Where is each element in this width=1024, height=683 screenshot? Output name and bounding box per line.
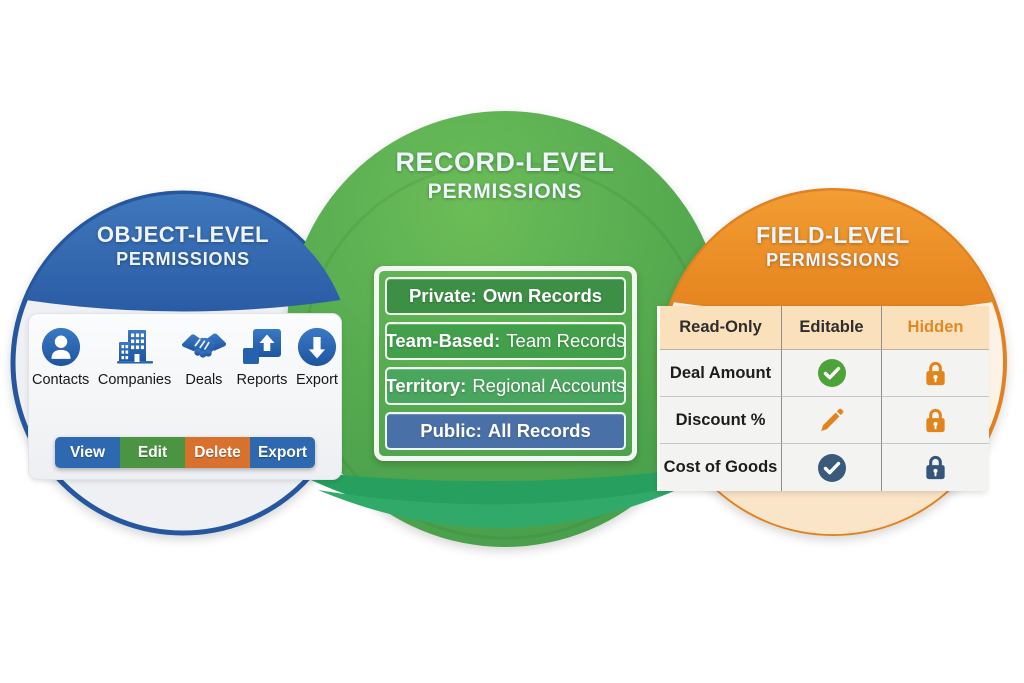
lock-icon (926, 455, 945, 480)
record-level-public: Public: All Records (385, 412, 626, 450)
title-line: PERMISSIONS (427, 180, 583, 204)
header-editable: Editable (782, 306, 882, 350)
object-label: Reports (236, 372, 288, 388)
level-label: Team-Based: (385, 330, 501, 351)
level-label: Territory: (385, 375, 467, 396)
title-line: OBJECT-LEVEL (96, 222, 270, 247)
field-name-cell: Cost of Goods (660, 444, 782, 491)
edit-button[interactable]: Edit (120, 437, 185, 468)
level-desc: Own Records (482, 285, 603, 306)
object-item-companies: Companies (98, 325, 171, 388)
header-read-only: Read-Only (660, 306, 782, 350)
lock-icon (926, 361, 945, 385)
header-hidden: Hidden (882, 306, 989, 350)
company-building-icon (116, 330, 153, 364)
record-level-title: RECORD-LEVEL PERMISSIONS (355, 147, 655, 204)
record-levels-box: Private: Own Records Team-Based: Team Re… (374, 266, 637, 461)
export-down-arrow-icon (297, 327, 337, 367)
object-item-contacts: Contacts (32, 325, 89, 388)
table-cell (882, 350, 989, 397)
record-level-private: Private: Own Records (385, 277, 626, 315)
title-line: RECORD-LEVEL (395, 147, 615, 177)
table-cell (782, 397, 882, 444)
field-level-title: FIELD-LEVEL PERMISSIONS (683, 222, 983, 271)
level-desc: Team Records (506, 330, 626, 351)
field-name-cell: Discount % (660, 397, 782, 444)
object-item-export: Export (296, 325, 338, 388)
object-circle-cap (25, 193, 341, 312)
object-item-reports: Reports (236, 325, 288, 388)
table-cell (782, 350, 882, 397)
level-desc: All Records (487, 420, 591, 441)
level-label: Public: (420, 420, 482, 441)
object-level-title: OBJECT-LEVEL PERMISSIONS (33, 222, 333, 270)
object-label: Companies (97, 372, 172, 388)
pencil-icon (820, 408, 843, 431)
object-label: Export (296, 372, 338, 388)
record-level-team: Team-Based: Team Records (385, 322, 626, 360)
object-item-deals: Deals (180, 325, 228, 388)
object-label: Contacts (32, 372, 90, 388)
handshake-icon (181, 333, 226, 358)
table-cell (782, 444, 882, 491)
field-circle-cap (672, 190, 994, 314)
view-button[interactable]: View (55, 437, 120, 468)
export-button[interactable]: Export (250, 437, 315, 468)
level-desc: Regional Accounts (472, 375, 626, 396)
delete-button[interactable]: Delete (185, 437, 250, 468)
title-line: PERMISSIONS (766, 250, 900, 271)
lock-icon (926, 408, 945, 432)
level-label: Private: (408, 285, 477, 306)
field-name-cell: Deal Amount (660, 350, 782, 397)
contact-person-icon (41, 327, 80, 367)
table-cell (882, 444, 989, 491)
title-line: FIELD-LEVEL (756, 222, 910, 248)
bottom-green-lens (290, 466, 713, 528)
table-cell (882, 397, 989, 444)
object-label: Deals (185, 372, 223, 388)
check-circle-icon (817, 453, 846, 482)
check-circle-icon (817, 359, 846, 387)
object-icon-row: Contacts Companies (32, 325, 338, 388)
title-line: PERMISSIONS (116, 249, 250, 270)
object-action-buttons: View Edit Delete Export (55, 437, 315, 468)
record-level-territory: Territory: Regional Accounts (385, 367, 626, 405)
report-up-arrow-icon (242, 329, 281, 364)
field-permissions-table: Read-Only Editable Hidden Deal Amount Di… (657, 306, 989, 491)
